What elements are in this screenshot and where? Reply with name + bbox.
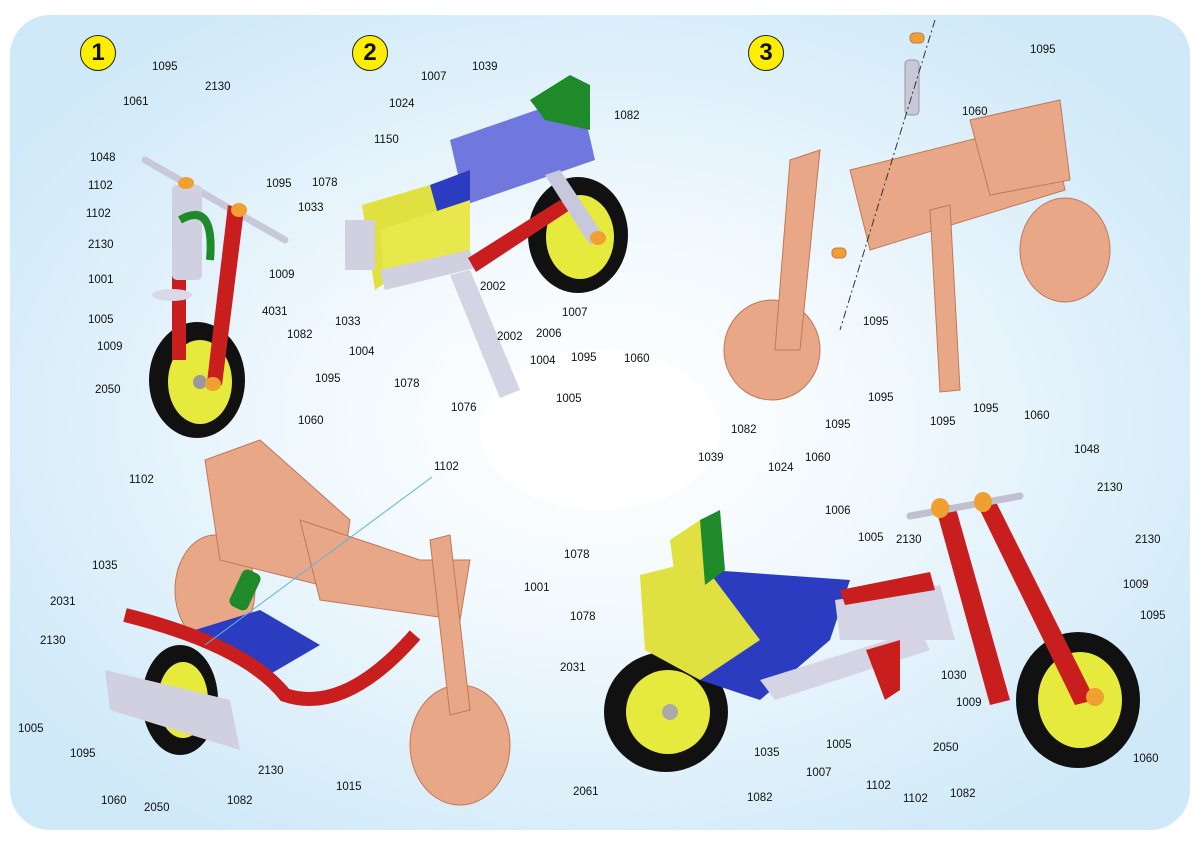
part-label: 1005 xyxy=(556,393,582,405)
part-label: 1095 xyxy=(266,178,292,190)
part-label: 1060 xyxy=(624,353,650,365)
part-label: 2002 xyxy=(480,281,506,293)
part-label: 1095 xyxy=(315,373,341,385)
part-label: 1005 xyxy=(88,314,114,326)
part-label: 1033 xyxy=(335,316,361,328)
part-label: 2050 xyxy=(144,802,170,814)
part-label: 1102 xyxy=(129,474,154,486)
part-label: 1024 xyxy=(389,98,415,110)
part-label: 1048 xyxy=(90,152,116,164)
part-label: 1007 xyxy=(421,71,447,83)
part-label: 1009 xyxy=(269,269,295,281)
step2-chassis-model xyxy=(345,75,628,398)
part-label: 1007 xyxy=(806,767,832,779)
part-label: 1048 xyxy=(1074,444,1100,456)
part-label: 1060 xyxy=(1024,410,1050,422)
part-label: 1082 xyxy=(614,110,640,122)
part-label: 1078 xyxy=(394,378,420,390)
part-label: 2002 xyxy=(497,331,523,343)
step-3-badge: 3 xyxy=(748,35,784,71)
step3-bronze-model xyxy=(723,19,1111,401)
part-label: 1082 xyxy=(227,795,253,807)
part-label: 1007 xyxy=(562,307,588,319)
part-label: 1102 xyxy=(88,180,113,192)
part-label: 1001 xyxy=(524,582,550,594)
part-label: 2130 xyxy=(258,765,284,777)
part-label: 1006 xyxy=(825,505,851,517)
part-label: 1095 xyxy=(973,403,999,415)
part-label: 1039 xyxy=(698,452,724,464)
part-label: 1095 xyxy=(571,352,597,364)
part-label: 1009 xyxy=(1123,579,1149,591)
step1-fork-model xyxy=(141,156,289,438)
part-label: 2050 xyxy=(95,384,121,396)
part-label: 1082 xyxy=(747,792,773,804)
part-label: 1082 xyxy=(950,788,976,800)
part-label: 1060 xyxy=(298,415,324,427)
part-label: 1060 xyxy=(1133,753,1159,765)
part-label: 1005 xyxy=(18,723,44,735)
part-label: 1095 xyxy=(1030,44,1056,56)
part-label: 2130 xyxy=(1135,534,1161,546)
step5-motorbike-model xyxy=(604,492,1140,772)
part-label: 2061 xyxy=(573,786,599,798)
part-label: 2006 xyxy=(536,328,562,340)
part-label: 1095 xyxy=(825,419,851,431)
part-label: 1005 xyxy=(826,739,852,751)
part-label: 1004 xyxy=(349,346,375,358)
part-label: 1095 xyxy=(1140,610,1166,622)
step-2-badge: 2 xyxy=(352,35,388,71)
part-label: 1102 xyxy=(86,208,111,220)
part-label: 2130 xyxy=(205,81,231,93)
part-label: 1150 xyxy=(374,134,399,146)
part-label: 1102 xyxy=(903,793,928,805)
part-label: 1030 xyxy=(941,670,967,682)
part-label: 2031 xyxy=(50,596,76,608)
part-label: 2130 xyxy=(40,635,66,647)
part-label: 1001 xyxy=(88,274,114,286)
part-label: 1095 xyxy=(152,61,178,73)
part-label: 2130 xyxy=(1097,482,1123,494)
part-label: 4031 xyxy=(262,306,288,318)
part-label: 1009 xyxy=(97,341,123,353)
part-label: 1039 xyxy=(472,61,498,73)
part-label: 1035 xyxy=(754,747,780,759)
part-label: 1095 xyxy=(930,416,956,428)
part-label: 2050 xyxy=(933,742,959,754)
part-label: 1078 xyxy=(570,611,596,623)
part-label: 2130 xyxy=(88,239,114,251)
part-label: 1076 xyxy=(451,402,477,414)
part-label: 1015 xyxy=(336,781,362,793)
part-label: 1078 xyxy=(312,177,338,189)
part-label: 1035 xyxy=(92,560,118,572)
part-label: 1082 xyxy=(731,424,757,436)
part-label: 1082 xyxy=(287,329,313,341)
part-label: 1102 xyxy=(866,780,891,792)
part-label: 1005 xyxy=(858,532,884,544)
step4-model xyxy=(105,439,511,806)
part-label: 1004 xyxy=(530,355,556,367)
part-label: 1095 xyxy=(863,316,889,328)
part-label: 1060 xyxy=(962,106,988,118)
part-label: 1102 xyxy=(434,461,459,473)
part-label: 1033 xyxy=(298,202,324,214)
part-label: 1060 xyxy=(805,452,831,464)
part-label: 1095 xyxy=(868,392,894,404)
step-1-badge: 1 xyxy=(80,35,116,71)
part-label: 1078 xyxy=(564,549,590,561)
part-label: 2031 xyxy=(560,662,586,674)
part-label: 1060 xyxy=(101,795,127,807)
part-label: 1061 xyxy=(123,96,149,108)
part-label: 1095 xyxy=(70,748,96,760)
part-label: 1009 xyxy=(956,697,982,709)
part-label: 1024 xyxy=(768,462,794,474)
part-label: 2130 xyxy=(896,534,922,546)
